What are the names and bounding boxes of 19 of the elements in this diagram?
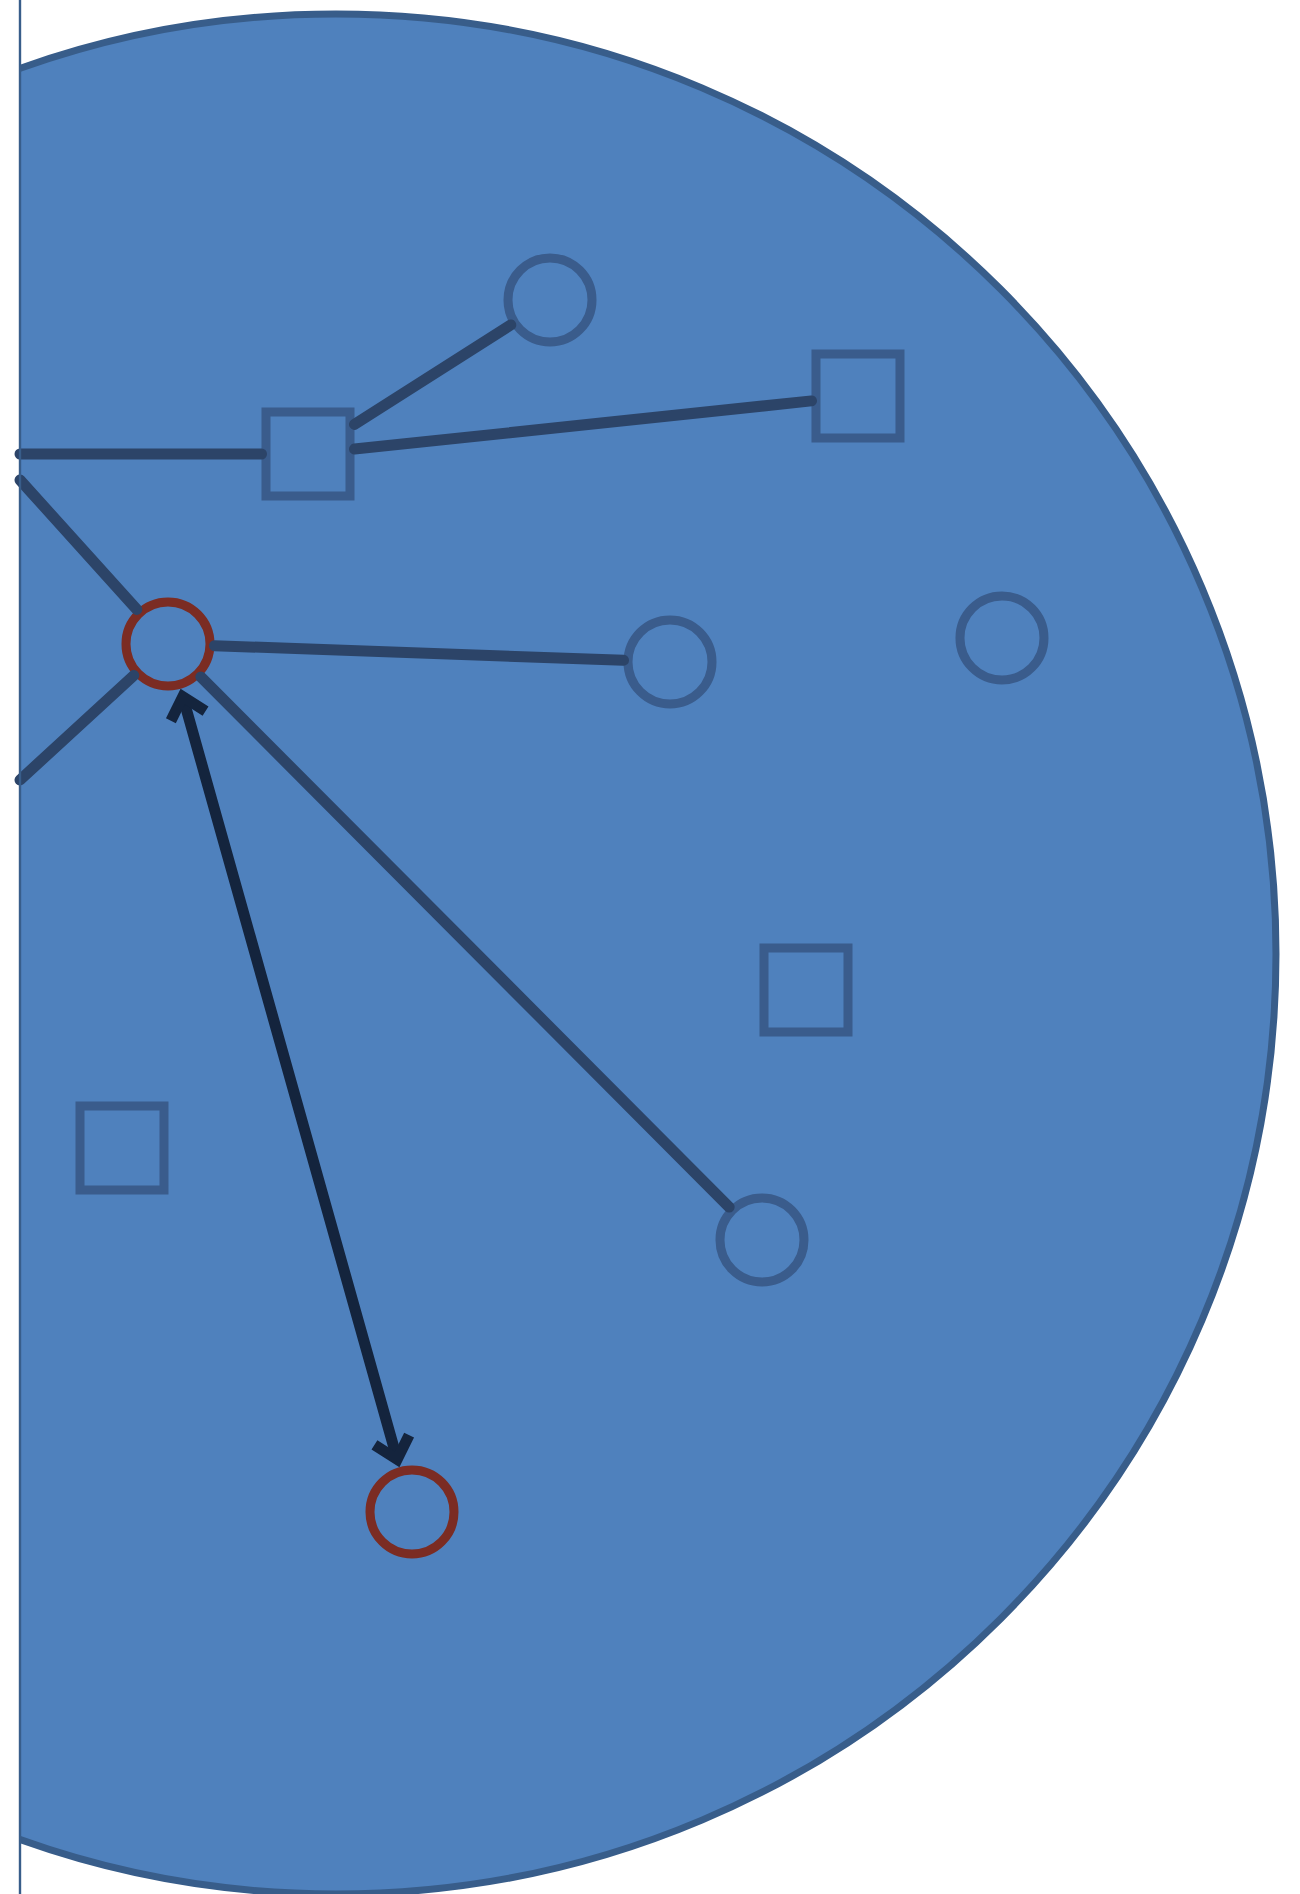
connector-line [208, 640, 630, 666]
connector-line [14, 448, 267, 460]
circle-node [503, 253, 597, 347]
connector-line [14, 669, 140, 786]
square-node [811, 349, 905, 443]
double-arrow [165, 688, 415, 1468]
square-node [759, 943, 853, 1037]
connector-line [349, 319, 517, 430]
circle-node [365, 1465, 459, 1559]
circle-node [623, 615, 717, 709]
circle-node [955, 591, 1049, 685]
circle-node [121, 597, 215, 691]
connector-line [349, 395, 817, 455]
circle-node [715, 1193, 809, 1287]
square-node [75, 1101, 169, 1195]
connector-line [195, 671, 735, 1213]
large-circle [20, 10, 1280, 1894]
square-node [261, 407, 355, 501]
connector-line [14, 474, 143, 615]
